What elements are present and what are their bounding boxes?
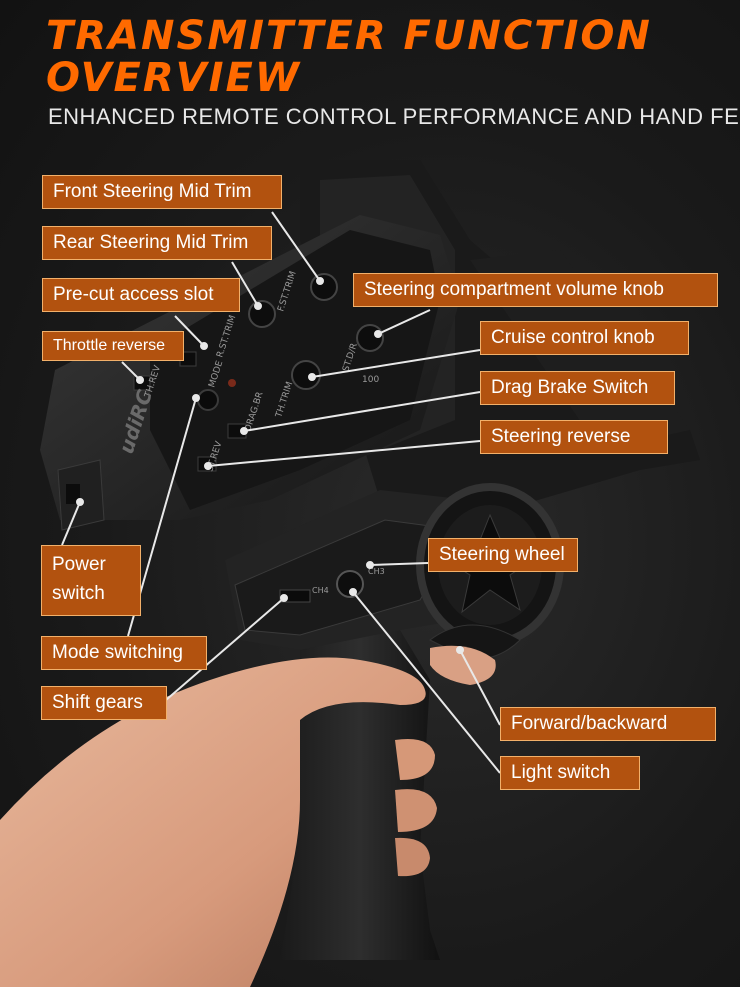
label-power-switch-line2: switch: [52, 583, 105, 604]
page-title-line2: OVERVIEW: [46, 55, 301, 101]
label-rear-steering-mid-trim: Rear Steering Mid Trim: [42, 226, 272, 260]
label-power-switch-line1: Power: [52, 554, 106, 575]
page-title-line1: TRANSMITTER FUNCTION: [46, 13, 652, 59]
page-subtitle: ENHANCED REMOTE CONTROL PERFORMANCE AND …: [48, 104, 740, 129]
callout-lines: [61, 211, 501, 774]
ch3-text: CH3: [368, 567, 385, 576]
transmitter-grip-shape: [280, 630, 440, 960]
label-throttle-reverse: Throttle reverse: [42, 331, 184, 361]
ch4-text: CH4: [312, 586, 329, 595]
hand-illustration: [0, 645, 496, 987]
label-pre-cut-access-slot: Pre-cut access slot: [42, 278, 240, 312]
label-front-steering-mid-trim: Front Steering Mid Trim: [42, 175, 282, 209]
label-steering-reverse: Steering reverse: [480, 420, 668, 454]
label-steering-compartment-volume-knob: Steering compartment volume knob: [353, 273, 718, 307]
value-100-text: 100: [362, 375, 379, 385]
label-drag-brake-switch: Drag Brake Switch: [480, 371, 675, 405]
label-mode-switching: Mode switching: [41, 636, 207, 670]
label-shift-gears: Shift gears: [41, 686, 167, 720]
label-steering-wheel: Steering wheel: [428, 538, 578, 572]
power-switch-housing: [57, 459, 105, 531]
label-power-switch: Power switch: [41, 545, 141, 616]
label-cruise-control-knob: Cruise control knob: [480, 321, 689, 355]
label-forward-backward: Forward/backward: [500, 707, 716, 741]
label-light-switch: Light switch: [500, 756, 640, 790]
